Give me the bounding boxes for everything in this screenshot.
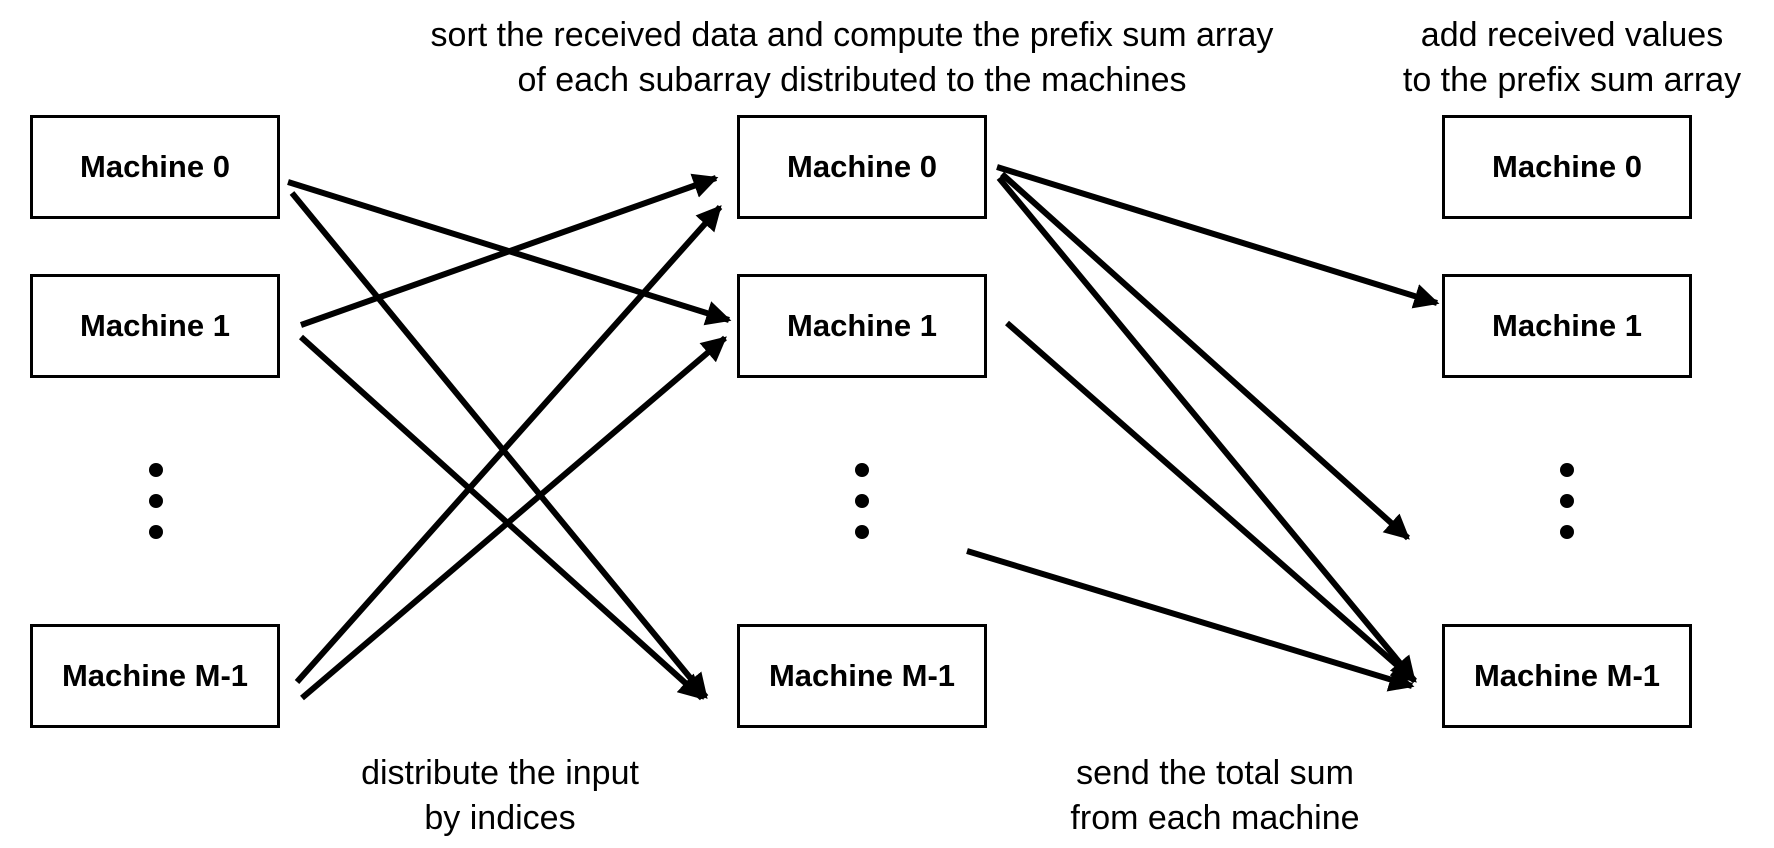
caption-line: of each subarray distributed to the mach… [517, 61, 1187, 99]
caption-line: to the prefix sum array [1402, 61, 1742, 99]
middle-machine-0-box: Machine 0 [737, 115, 987, 219]
arrow-mid1-to-rightM [1005, 320, 1417, 684]
ellipsis-middle [855, 463, 869, 539]
caption-send-total-sum: send the total sum from each machine [1015, 751, 1415, 841]
caption-line: from each machine [1070, 799, 1360, 837]
middle-machine-m-1-box: Machine M-1 [737, 624, 987, 728]
middle-machine-1-box: Machine 1 [737, 274, 987, 378]
arrow-mid-dots-to-rightM [966, 548, 1415, 692]
right-machine-m-1-box: Machine M-1 [1442, 624, 1692, 728]
arrow-left1-to-midM [298, 334, 705, 701]
arrow-leftM-to-mid0 [294, 205, 723, 684]
right-machine-1-box: Machine 1 [1442, 274, 1692, 378]
caption-line: send the total sum [1076, 754, 1354, 792]
arrow-mid0-to-right1 [996, 164, 1440, 309]
right-machine-0-box: Machine 0 [1442, 115, 1692, 219]
arrow-mid0-to-right-dots [999, 171, 1411, 541]
left-machine-m-1-box: Machine M-1 [30, 624, 280, 728]
caption-add-received-values: add received values to the prefix sum ar… [1370, 13, 1774, 103]
arrow-left0-to-midM [289, 191, 709, 699]
caption-line: by indices [424, 799, 576, 837]
arrow-leftM-to-mid1 [300, 335, 727, 701]
caption-sort-prefix-sum: sort the received data and compute the p… [362, 13, 1342, 103]
left-machine-1-box: Machine 1 [30, 274, 280, 378]
ellipsis-right [1560, 463, 1574, 539]
caption-line: distribute the input [361, 754, 639, 792]
arrow-mid0-to-rightM [996, 176, 1417, 682]
ellipsis-left [149, 463, 163, 539]
left-machine-0-box: Machine 0 [30, 115, 280, 219]
caption-distribute-input: distribute the input by indices [300, 751, 700, 841]
arrow-left1-to-mid0 [299, 173, 719, 328]
caption-line: add received values [1420, 16, 1724, 54]
caption-line: sort the received data and compute the p… [430, 16, 1274, 54]
